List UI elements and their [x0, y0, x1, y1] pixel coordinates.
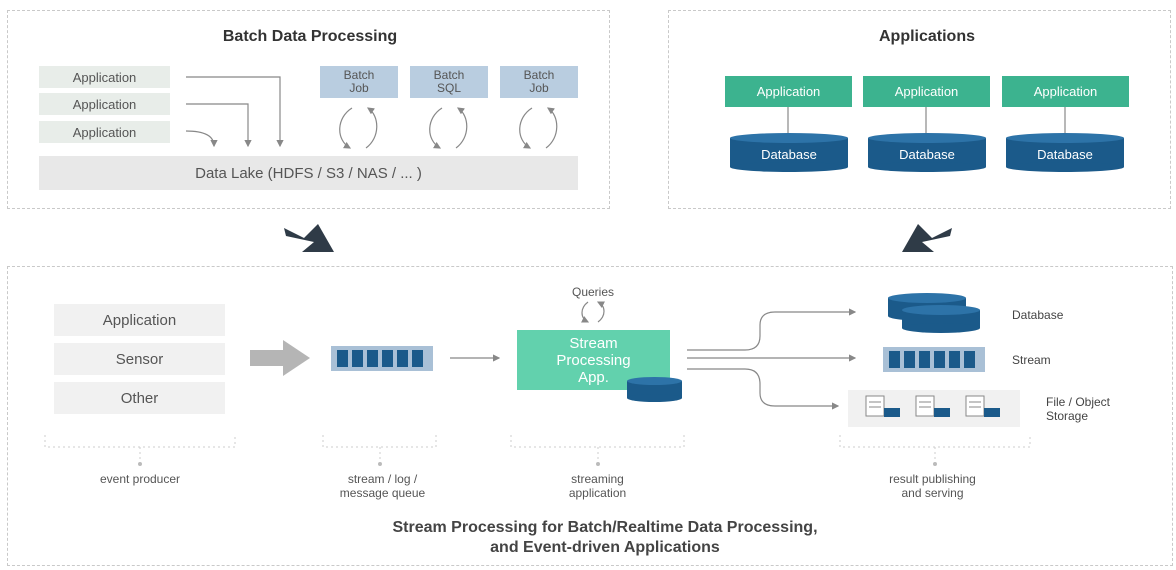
output-stream-label: Stream	[1012, 353, 1051, 367]
label-result-publishing: result publishing and serving	[889, 472, 976, 500]
app-db-connectors	[787, 107, 1066, 136]
app-box-3: Application	[1002, 76, 1129, 107]
producer-arrow-icon	[250, 340, 310, 376]
stream-app-database-icon	[627, 377, 682, 402]
batch-app-1: Application	[39, 66, 170, 88]
app-box-1: Application	[725, 76, 852, 107]
group-brackets	[44, 435, 1031, 462]
queue-icon	[331, 346, 433, 371]
batch-panel	[7, 10, 610, 209]
stream-title: Stream Processing for Batch/Realtime Dat…	[392, 519, 818, 556]
queries-label: Queries	[571, 285, 615, 299]
batch-app-3: Application	[39, 121, 170, 143]
batch-title: Batch Data Processing	[222, 28, 398, 45]
database-icon-2	[868, 133, 986, 172]
stream-processing-app: Stream Processing App.	[517, 330, 670, 390]
batch-cycle-arrows	[339, 107, 558, 149]
big-arrow-right-icon	[902, 224, 952, 252]
batch-app-arrows	[185, 76, 284, 148]
storage-server-icon-3	[965, 395, 1000, 417]
label-event-producer: event producer	[99, 472, 181, 486]
big-arrow-left-icon	[284, 224, 334, 252]
output-arrows	[687, 308, 857, 410]
applications-title: Applications	[878, 28, 975, 45]
app-box-2: Application	[863, 76, 990, 107]
output-database-icon	[888, 293, 980, 333]
data-lake: Data Lake (HDFS / S3 / NAS / ... )	[39, 156, 578, 190]
producer-application: Application	[54, 304, 225, 336]
storage-server-icon-2	[915, 395, 950, 417]
db-label-1: Database	[761, 147, 817, 162]
database-icon-1	[730, 133, 848, 172]
batch-job-1: Batch Job	[320, 66, 398, 98]
label-streaming-application: streaming application	[568, 472, 627, 500]
db-label-3: Database	[1037, 147, 1093, 162]
queries-cycle-icon	[581, 301, 605, 323]
applications-panel	[668, 10, 1171, 209]
storage-server-icon-1	[865, 395, 900, 417]
producer-other: Other	[54, 382, 225, 414]
output-storage-label: File / Object Storage	[1046, 395, 1111, 423]
output-database-label: Database	[1012, 308, 1064, 322]
label-message-queue: stream / log / message queue	[339, 472, 426, 500]
database-icon-3	[1006, 133, 1124, 172]
batch-sql: Batch SQL	[410, 66, 488, 98]
bracket-dots	[138, 462, 937, 466]
producer-sensor: Sensor	[54, 343, 225, 375]
batch-job-2: Batch Job	[500, 66, 578, 98]
batch-app-2: Application	[39, 93, 170, 115]
db-label-2: Database	[899, 147, 955, 162]
stream-panel	[7, 266, 1173, 566]
output-stream-icon	[883, 347, 985, 372]
